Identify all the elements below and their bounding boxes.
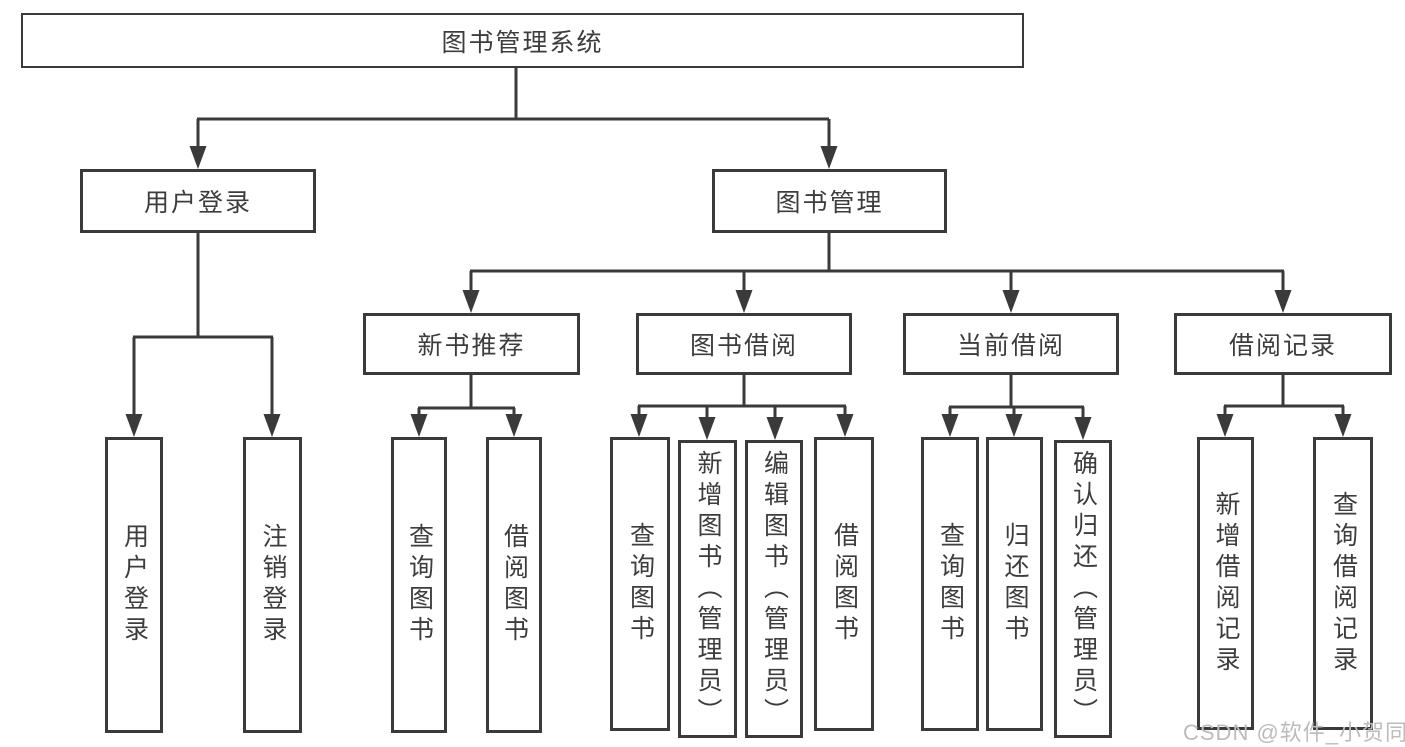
leaf-user-login-label: 用户登录	[120, 523, 149, 647]
leaf-borrow-book-1: 借阅图书	[486, 437, 542, 733]
leaf-confirm-return-admin-label: 确认归还（管理员）	[1069, 449, 1098, 729]
node-new-book-recommend: 新书推荐	[363, 313, 580, 375]
leaf-user-login: 用户登录	[105, 437, 163, 733]
node-book-borrow: 图书借阅	[636, 313, 852, 375]
leaf-borrow-book-1-label: 借阅图书	[500, 523, 529, 647]
leaf-edit-book-admin: 编辑图书（管理员）	[745, 440, 803, 738]
leaf-logout-login: 注销登录	[243, 437, 302, 733]
node-library-management-system: 图书管理系统	[21, 13, 1024, 68]
leaf-return-book: 归还图书	[986, 437, 1043, 731]
leaf-query-book-3: 查询图书	[921, 437, 979, 731]
node-user-login: 用户登录	[80, 169, 316, 233]
node-current-borrow: 当前借阅	[903, 313, 1119, 375]
leaf-add-book-admin-label: 新增图书（管理员）	[694, 449, 722, 729]
leaf-borrow-book-2-label: 借阅图书	[830, 522, 859, 646]
leaf-confirm-return-admin: 确认归还（管理员）	[1054, 440, 1112, 738]
csdn-watermark: CSDN @软件_小贺同学	[1183, 720, 1405, 745]
leaf-add-book-admin: 新增图书（管理员）	[678, 440, 737, 738]
leaf-query-borrow-record: 查询借阅记录	[1313, 437, 1373, 730]
node-borrow-records: 借阅记录	[1174, 313, 1392, 375]
leaf-query-borrow-record-label: 查询借阅记录	[1329, 490, 1358, 677]
leaf-return-book-label: 归还图书	[1001, 522, 1029, 646]
leaf-borrow-book-2: 借阅图书	[814, 437, 874, 731]
leaf-query-book-2: 查询图书	[610, 437, 670, 731]
leaf-query-book-1: 查询图书	[391, 437, 447, 733]
leaf-add-borrow-record: 新增借阅记录	[1197, 437, 1254, 730]
leaf-logout-login-label: 注销登录	[259, 523, 287, 647]
node-book-management: 图书管理	[712, 169, 947, 233]
leaf-query-book-1-label: 查询图书	[405, 523, 434, 647]
leaf-query-book-3-label: 查询图书	[936, 522, 965, 646]
leaf-edit-book-admin-label: 编辑图书（管理员）	[760, 449, 789, 729]
leaf-add-borrow-record-label: 新增借阅记录	[1212, 490, 1240, 677]
leaf-query-book-2-label: 查询图书	[626, 522, 655, 646]
